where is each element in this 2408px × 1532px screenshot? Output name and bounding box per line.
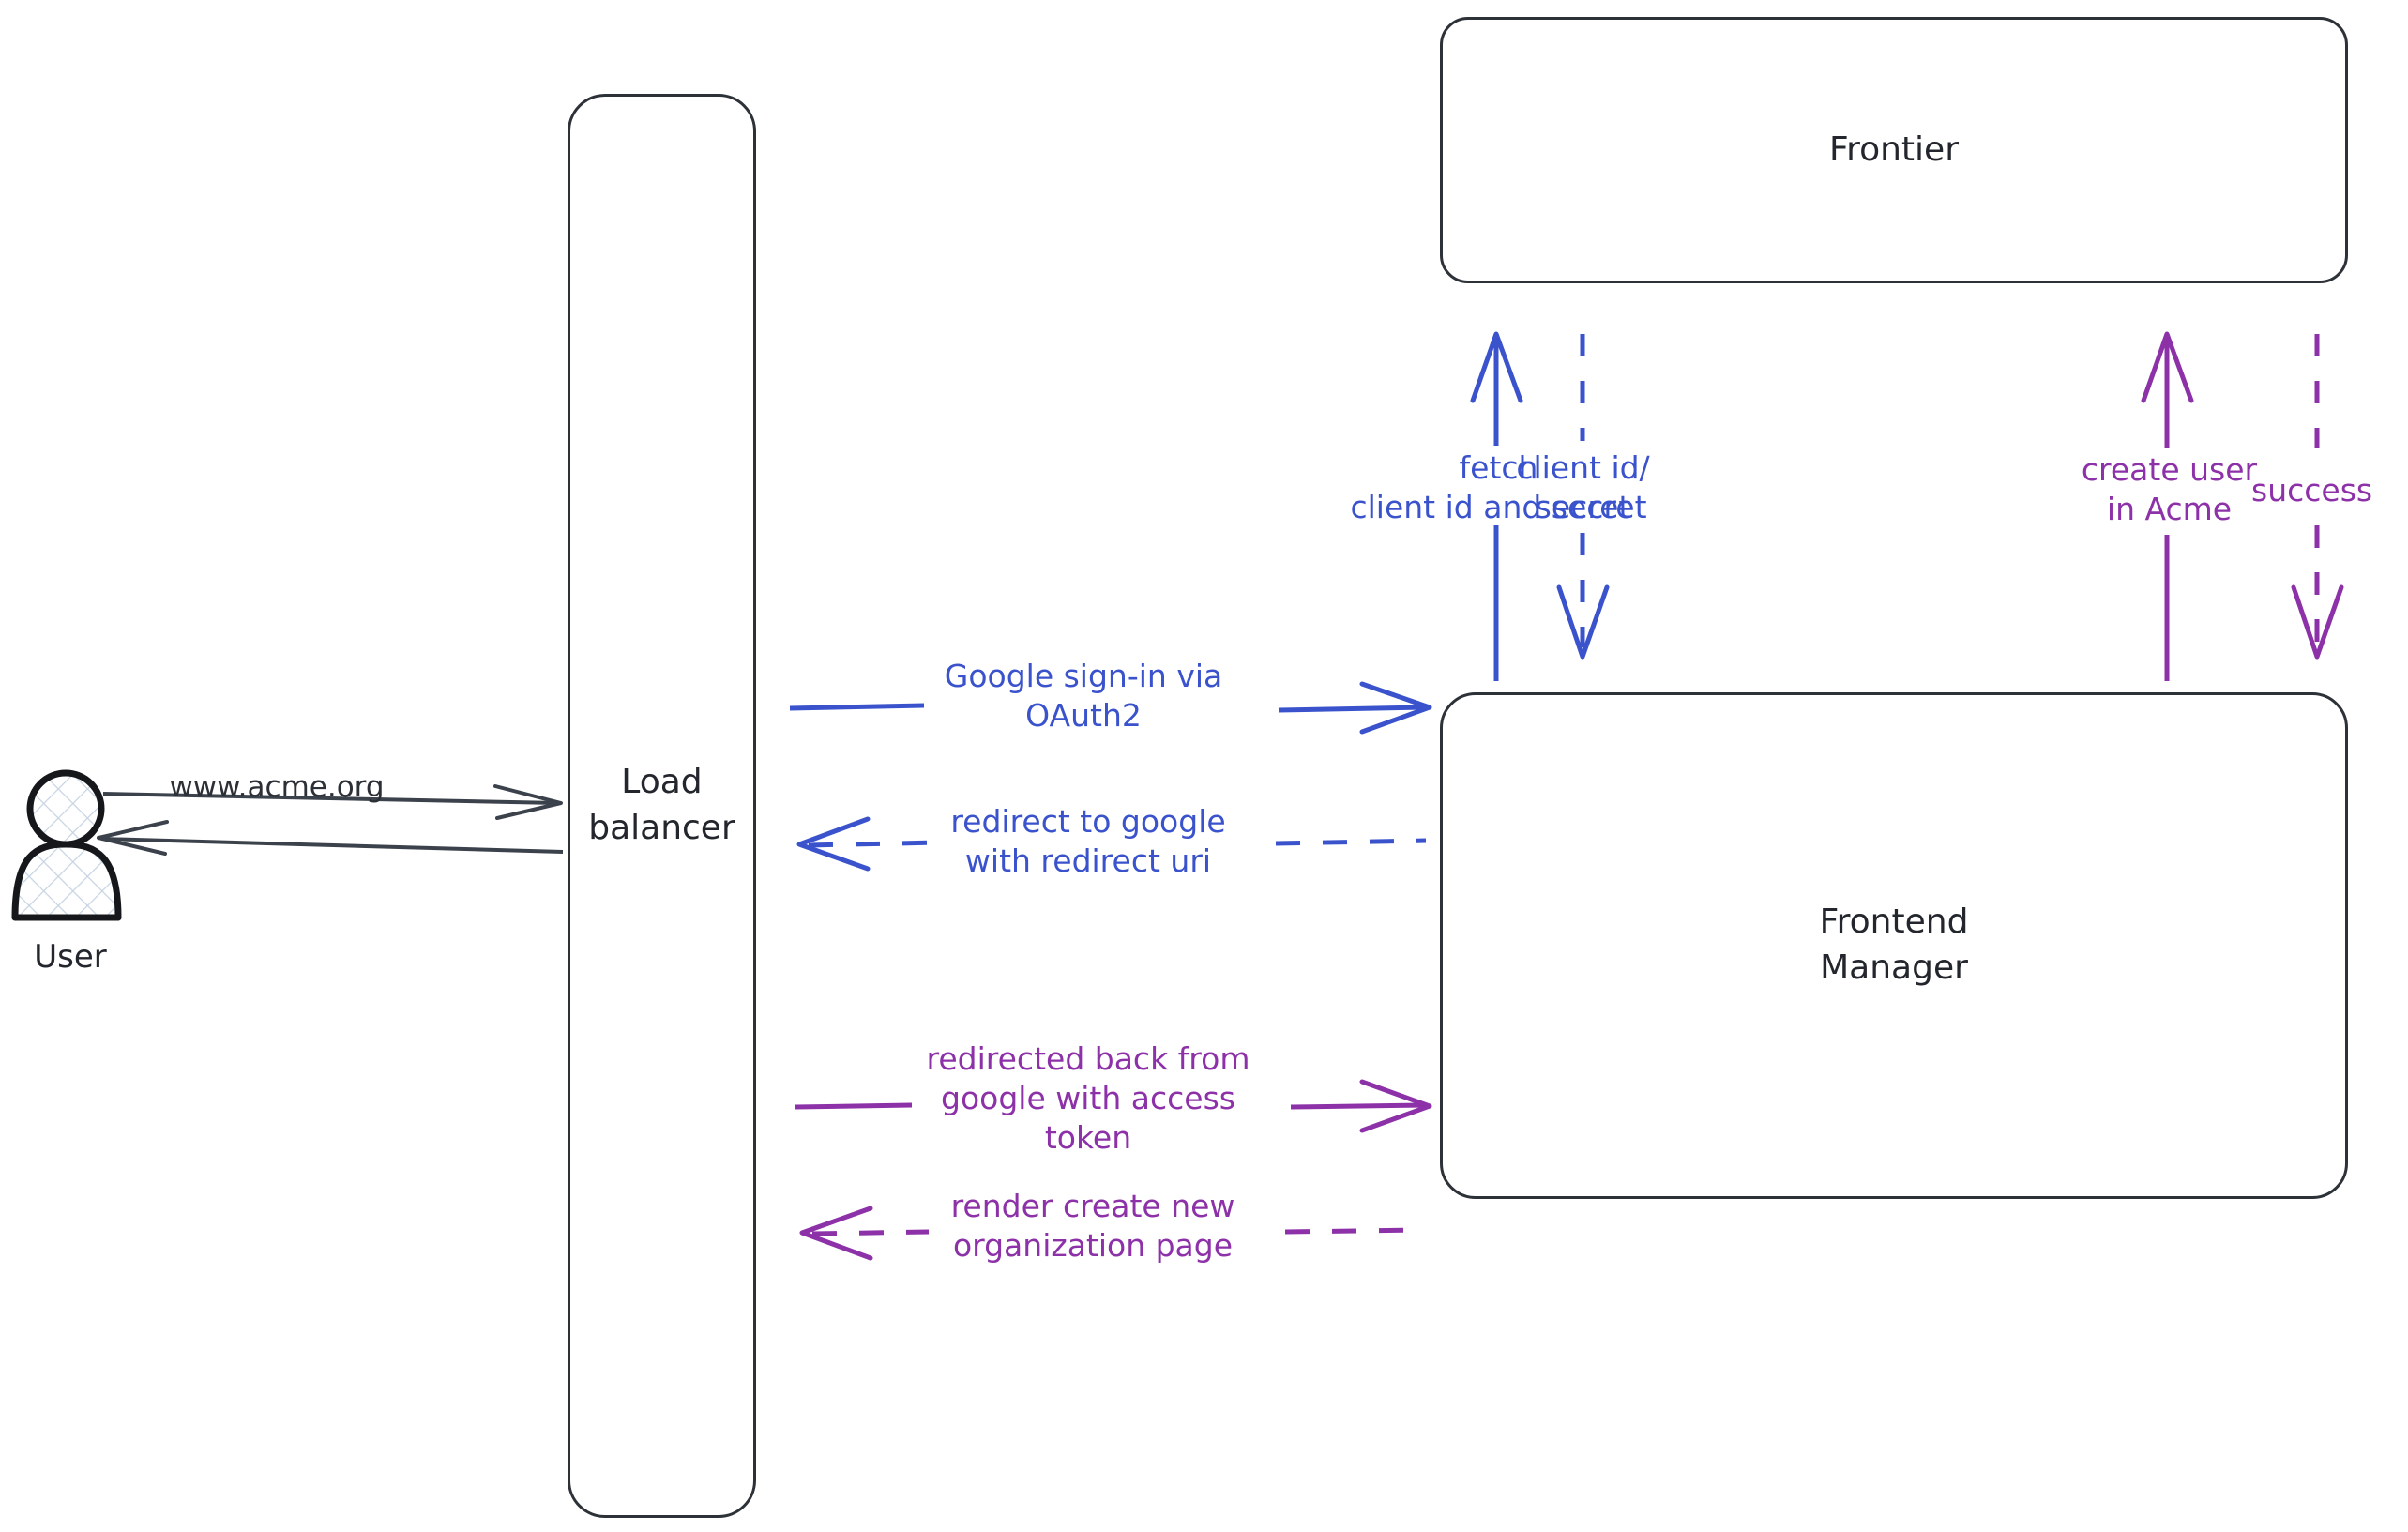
node-load-balancer[interactable]: Load balancer <box>568 94 756 1518</box>
edge-label-fm-to-lb-redirect: redirect to google with redirect uri <box>950 803 1226 880</box>
edge-label-fm-to-lb-render: render create new organization page <box>950 1188 1235 1265</box>
edge-label-frontier-to-fm-creds: client id/ secret <box>1516 449 1650 526</box>
edge-label-lb-to-fm-token: redirected back from google with access … <box>926 1040 1250 1157</box>
edge-label-fm-to-frontier-fetch: fetch client id and secret <box>1350 449 1647 526</box>
edge-label-user-to-lb: www.acme.org <box>169 770 385 804</box>
user-actor-icon <box>11 769 122 921</box>
edge-label-fm-to-frontier-create: create user in Acme <box>2081 451 2258 528</box>
actor-user-label: User <box>34 938 107 976</box>
edge-label-lb-to-fm-signin: Google sign-in via OAuth2 <box>944 658 1223 735</box>
edge-lb-to-user <box>97 820 564 856</box>
node-load-balancer-label: Load balancer <box>588 763 735 847</box>
node-frontier-label: Frontier <box>1828 129 1959 169</box>
edge-label-frontier-to-fm-success: success <box>2251 472 2373 508</box>
node-frontend-manager[interactable]: Frontend Manager <box>1440 692 2348 1199</box>
node-frontier[interactable]: Frontier <box>1440 17 2348 283</box>
node-frontend-manager-label: Frontend Manager <box>1819 903 1969 987</box>
